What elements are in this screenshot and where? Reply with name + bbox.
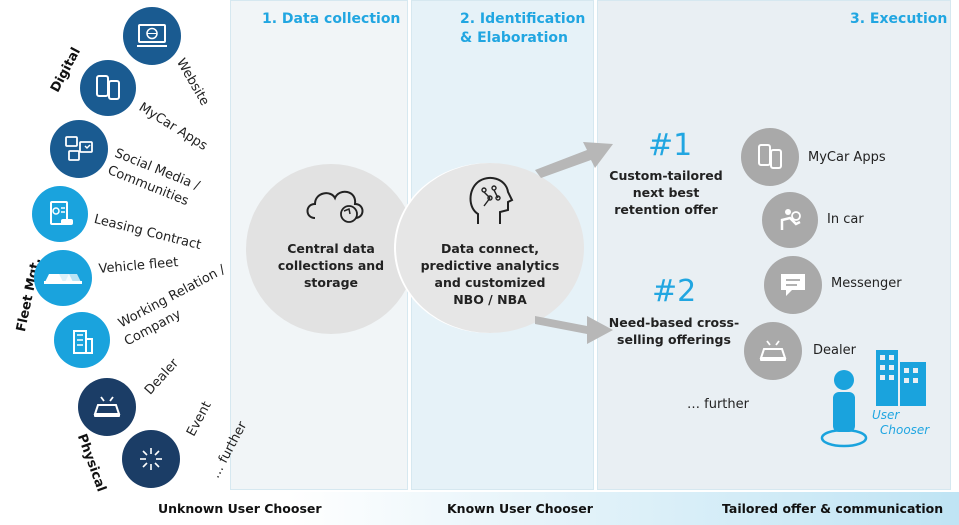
channel-label-further: … further bbox=[687, 397, 749, 412]
offer-1-line3: retention offer bbox=[614, 202, 718, 217]
channel-mobile-phones-icon bbox=[741, 128, 799, 186]
offer-2-line2: selling offerings bbox=[617, 332, 731, 347]
analytics-text: Data connect, predictive analytics and c… bbox=[410, 240, 570, 308]
offer-1-line2: next best bbox=[632, 185, 700, 200]
offer-1-text: Custom-tailored next best retention offe… bbox=[606, 167, 726, 218]
phase-panel-execution bbox=[597, 0, 951, 490]
website-icon bbox=[123, 7, 181, 65]
bottom-band: Unknown User Chooser Known User Chooser … bbox=[0, 492, 959, 525]
source-label-vehicle-fleet: Vehicle fleet bbox=[98, 255, 179, 277]
central-line1: Central data bbox=[287, 241, 375, 256]
channel-in-car-icon bbox=[762, 192, 818, 248]
analytics-line1: Data connect, bbox=[441, 241, 539, 256]
arrow-up-right bbox=[535, 138, 615, 178]
phase-title-2-line1: 2. Identification bbox=[460, 11, 586, 27]
central-line3: storage bbox=[303, 275, 359, 290]
group-label-physical: Physical bbox=[73, 432, 109, 494]
user-chooser-figure-icon bbox=[820, 344, 940, 454]
analytics-line4: NBO / NBA bbox=[453, 292, 527, 307]
cloud-sync-icon bbox=[303, 178, 373, 226]
user-chooser-line2: Chooser bbox=[880, 423, 930, 437]
central-storage-circle bbox=[246, 164, 416, 334]
central-line2: collections and bbox=[277, 258, 385, 273]
user-chooser-line1: User bbox=[872, 408, 900, 422]
central-storage-text: Central data collections and storage bbox=[266, 240, 396, 291]
phase-title-2-line2: & Elaboration bbox=[460, 30, 568, 46]
offer-1-number: #1 bbox=[648, 128, 693, 163]
leasing-contract-icon bbox=[32, 186, 88, 242]
channel-messenger-icon bbox=[764, 256, 822, 314]
offer-2-number: #2 bbox=[652, 274, 697, 309]
offer-1-line1: Custom-tailored bbox=[609, 168, 723, 183]
dealer-car-icon bbox=[78, 378, 136, 436]
social-media-icon bbox=[50, 120, 108, 178]
arrow-down-right bbox=[535, 308, 615, 348]
analytics-line2: predictive analytics bbox=[420, 258, 560, 273]
channel-label-dealer: Dealer bbox=[813, 343, 856, 358]
group-label-digital: Digital bbox=[48, 45, 84, 96]
offer-2-text: Need-based cross- selling offerings bbox=[606, 314, 742, 348]
offer-2-line1: Need-based cross- bbox=[608, 315, 740, 330]
analytics-line3: and customized bbox=[434, 275, 546, 290]
channel-label-mycar-apps: MyCar Apps bbox=[808, 150, 886, 165]
channel-label-messenger: Messenger bbox=[831, 276, 902, 291]
phase-title-3: 3. Execution bbox=[850, 11, 948, 27]
phase-title-1: 1. Data collection bbox=[262, 11, 401, 27]
bottom-label-tailored: Tailored offer & communication bbox=[722, 501, 944, 516]
company-building-icon bbox=[54, 312, 110, 368]
channel-label-in-car: In car bbox=[827, 212, 864, 227]
bottom-label-unknown: Unknown User Chooser bbox=[158, 501, 322, 516]
user-chooser-label: User Chooser bbox=[872, 408, 929, 438]
ai-brain-head-icon bbox=[460, 170, 520, 230]
analytics-circle bbox=[396, 163, 584, 333]
source-label-leasing: Leasing Contract bbox=[92, 212, 203, 254]
source-label-dealer: Dealer bbox=[142, 356, 182, 399]
source-label-website: Website bbox=[173, 56, 212, 109]
bottom-label-known: Known User Chooser bbox=[447, 501, 593, 516]
source-label-event: Event bbox=[184, 399, 215, 440]
vehicle-fleet-icon bbox=[34, 250, 92, 306]
event-fireworks-icon bbox=[122, 430, 180, 488]
channel-dealer-car-icon bbox=[744, 322, 802, 380]
mobile-phones-icon bbox=[80, 60, 136, 116]
